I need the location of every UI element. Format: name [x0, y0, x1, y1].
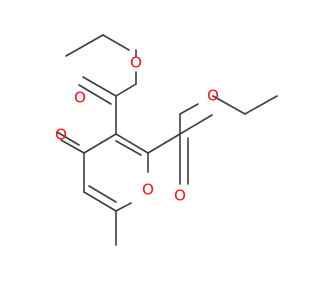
oxygen-label-top-carbonyl: O — [74, 89, 86, 107]
side-chain-c2-ch2 — [147, 133, 181, 154]
ring-c2-c3-inner — [115, 140, 142, 156]
oxygen-label-top-ester: O — [130, 54, 142, 72]
ring-ketone-bond-1 — [60, 139, 85, 154]
oxygen-label-ring: O — [142, 181, 154, 199]
ring-c3-c4 — [83, 133, 117, 154]
side-chain-ethyl-bond — [244, 95, 278, 115]
oxygen-label-ring-ketone: O — [55, 126, 67, 144]
ring-c6-o — [115, 202, 132, 212]
ring-c2-c3-outer — [115, 133, 149, 154]
side-chain-carbonyl-to-ester-oxygen — [179, 103, 199, 115]
ring-ketone-bond-2 — [56, 131, 80, 146]
ring-c5-c6-inner — [88, 185, 117, 203]
molecule-canvas: O O O O O O — [55, 34, 278, 246]
ethyl-bond-top-2 — [102, 34, 130, 51]
oxygen-label-side-chain-ester: O — [207, 87, 219, 105]
carbonyl-top-double-2 — [78, 84, 112, 105]
atom-labels: O O O O O O — [55, 54, 219, 205]
structure-diagram: O O O O O O — [55, 34, 278, 246]
carbonyl-top-double-1 — [82, 76, 117, 97]
side-chain-ester-oxygen-to-ethyl — [212, 95, 246, 115]
ring-c5-c6-outer — [83, 191, 117, 212]
carbonyl-top-to-ring — [115, 83, 137, 97]
oxygen-label-side-chain-carbonyl: O — [174, 187, 186, 205]
side-chain-carbonyl-to-ch2-alt — [179, 114, 213, 135]
ethyl-bond-top — [65, 34, 104, 57]
bonds — [56, 34, 278, 246]
